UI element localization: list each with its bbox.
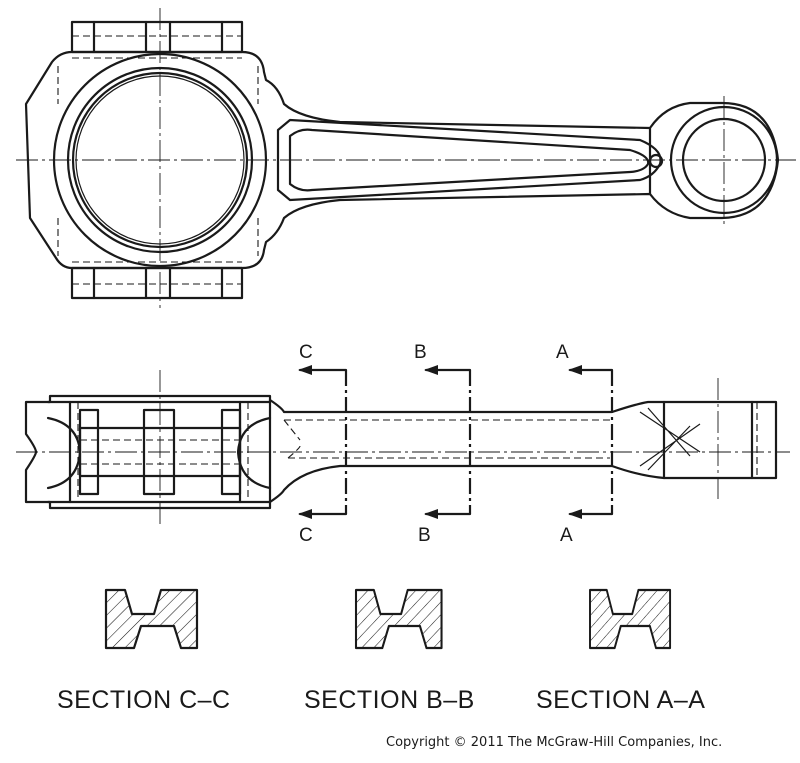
- cutting-plane-b: B B: [414, 342, 472, 546]
- copyright-notice: Copyright © 2011 The McGraw-Hill Compani…: [386, 735, 722, 750]
- bolt-boss-bottom: [70, 266, 244, 300]
- cutting-plane-c: C C: [298, 342, 348, 546]
- plane-a-bottom-letter: A: [560, 525, 573, 546]
- section-b-caption: SECTION B–B: [304, 686, 475, 714]
- top-view: [16, 8, 796, 308]
- plane-c-top-letter: C: [299, 342, 313, 363]
- plane-b-bottom-letter: B: [418, 525, 431, 546]
- plane-c-bottom-letter: C: [299, 525, 313, 546]
- plane-a-top-letter: A: [556, 342, 569, 363]
- front-view: [16, 370, 790, 528]
- section-b-profile: [354, 588, 443, 650]
- section-a-profile: [589, 588, 672, 650]
- plane-b-top-letter: B: [414, 342, 427, 363]
- section-c-caption: SECTION C–C: [57, 686, 231, 714]
- rod-outline: [24, 50, 780, 270]
- bolt-boss-top: [70, 20, 244, 54]
- section-c-profile: [104, 588, 199, 650]
- section-a-caption: SECTION A–A: [536, 686, 705, 714]
- cutting-plane-a: A A: [556, 342, 614, 546]
